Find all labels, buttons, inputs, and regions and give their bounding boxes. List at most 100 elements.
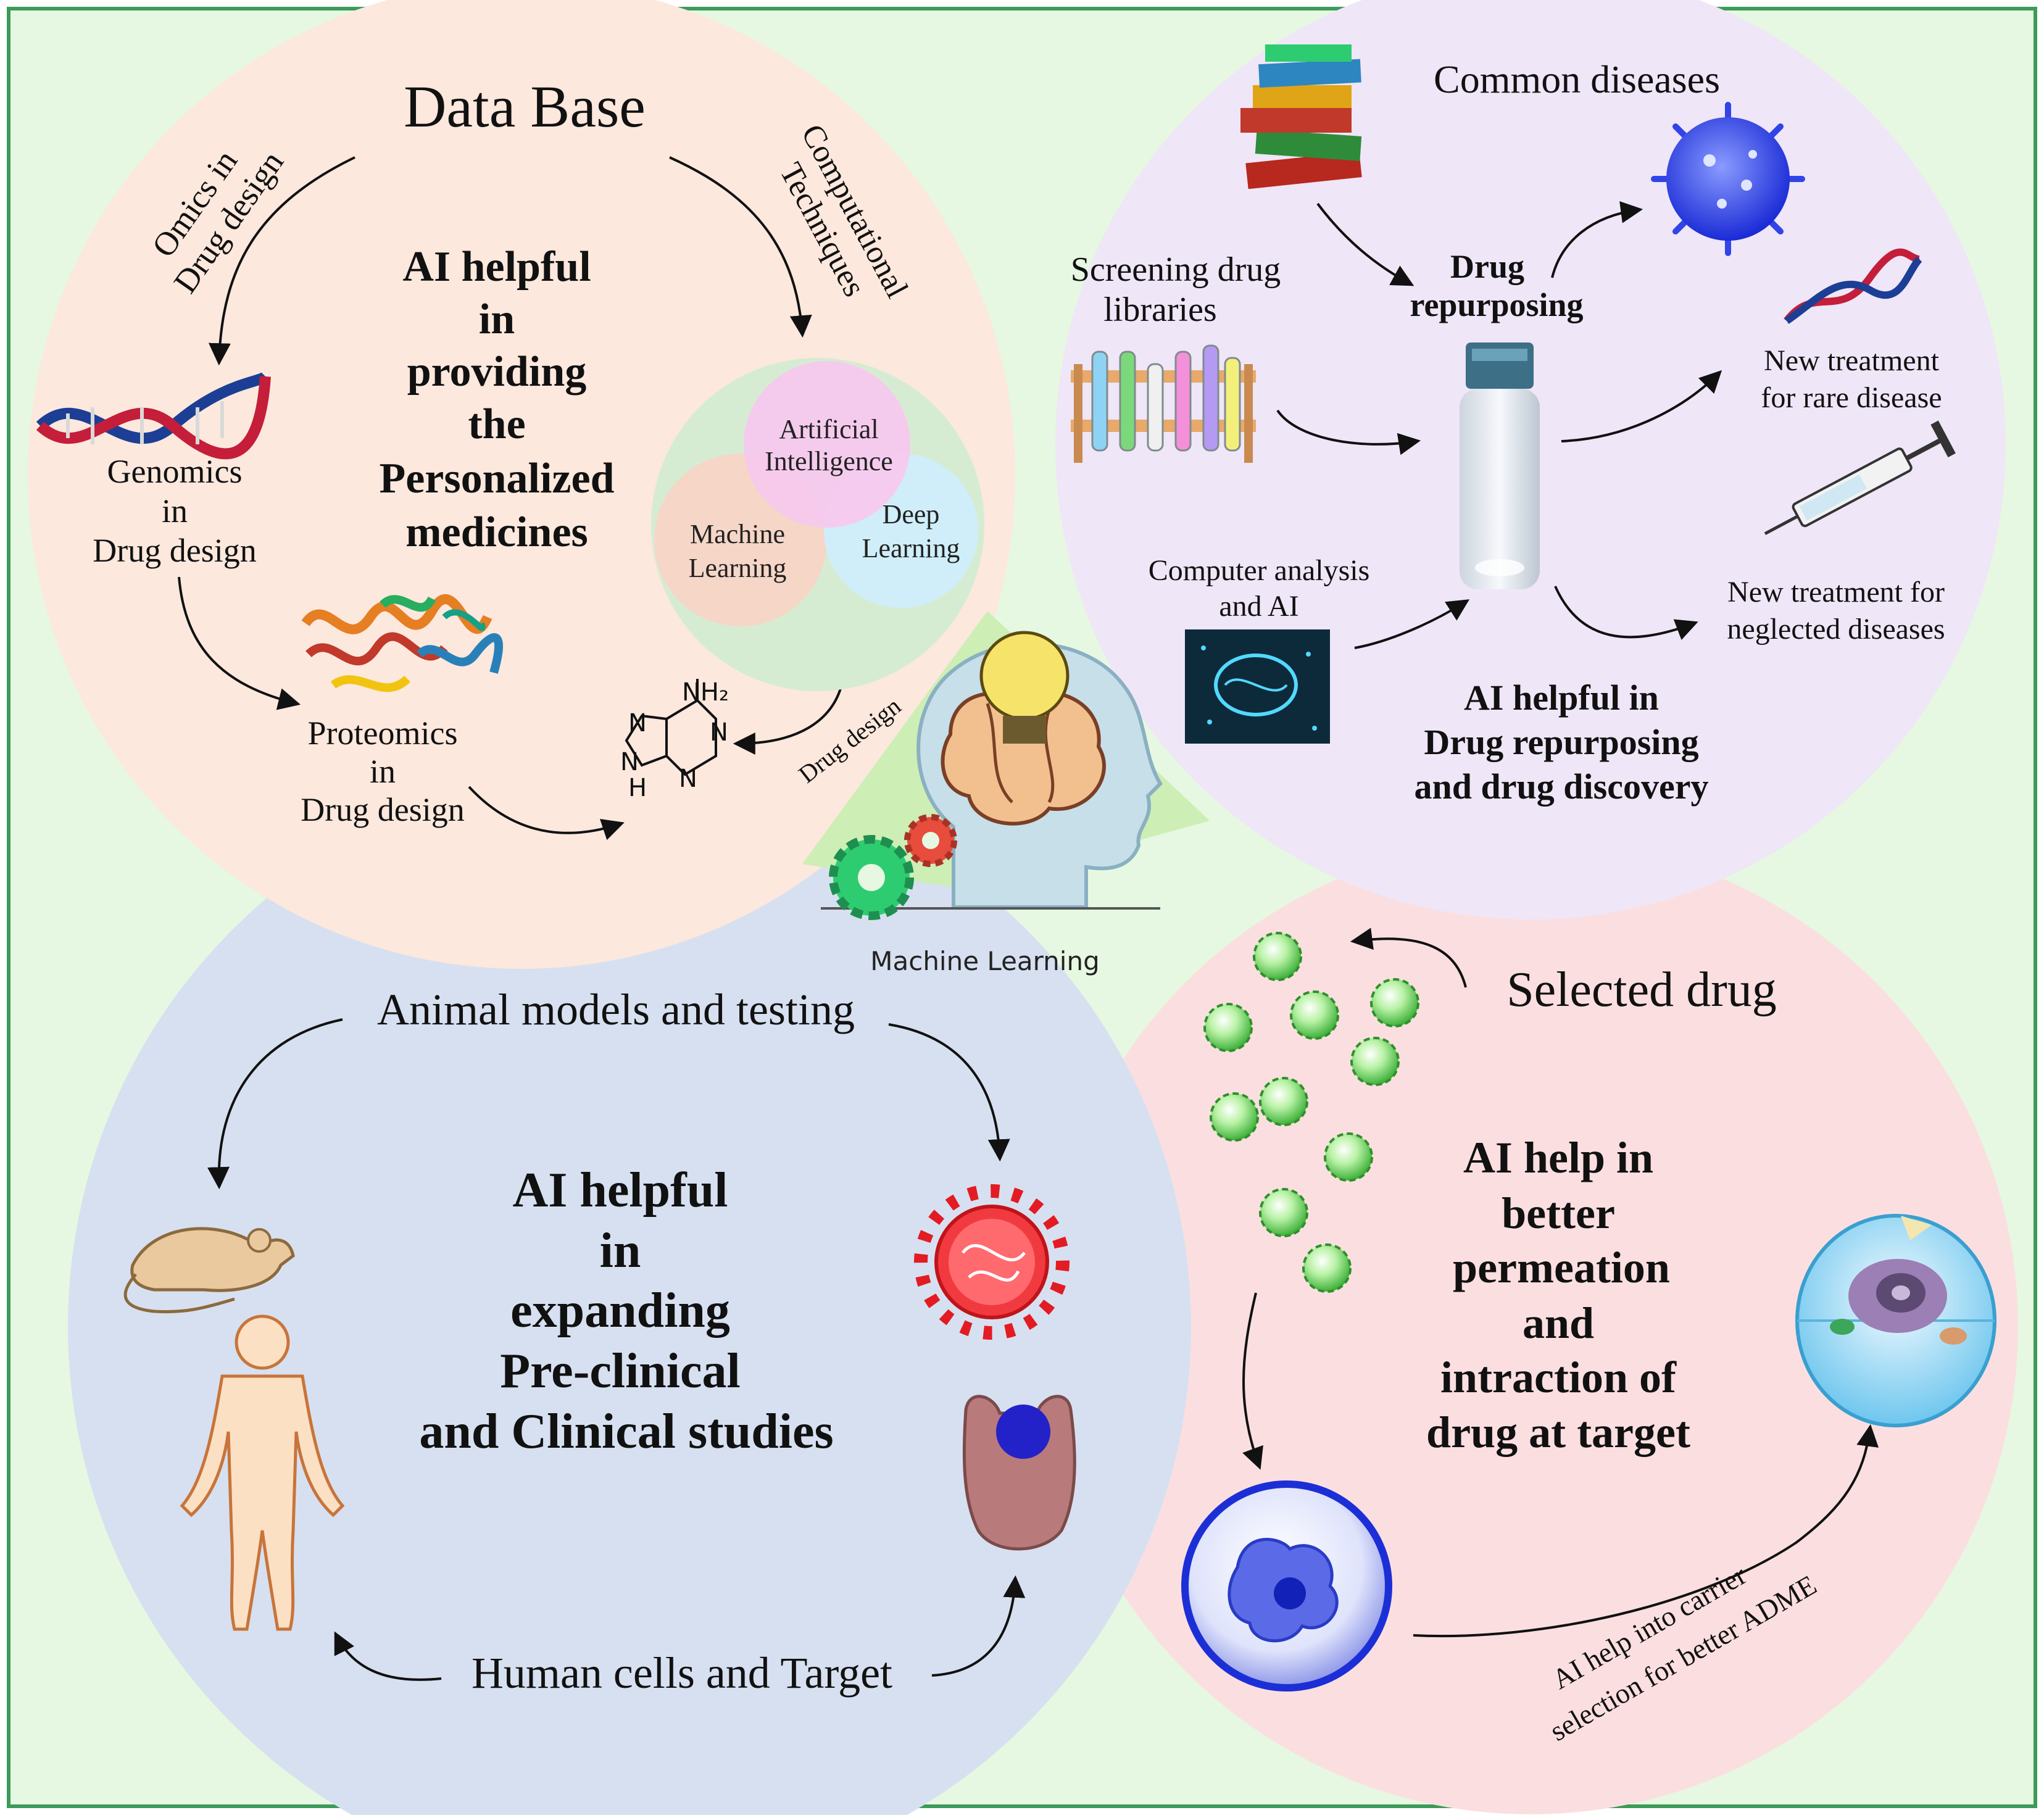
receptor-icon xyxy=(962,1395,1076,1551)
arrow-selected-drug-to-particles xyxy=(1350,928,1467,988)
genomics-line3: Drug design xyxy=(93,532,256,569)
arrow-genomics-to-proteomics xyxy=(178,576,301,710)
database-main-line3: providing xyxy=(407,348,587,396)
drug-vial-icon xyxy=(1460,342,1540,589)
red-virus-cell-icon xyxy=(914,1184,1070,1340)
drug-particle xyxy=(1290,990,1339,1040)
gear-icon-red xyxy=(904,814,957,867)
molecule-h: H xyxy=(628,774,647,802)
syringe-icon xyxy=(1764,420,1956,536)
arrow-human-cells-to-receptor xyxy=(931,1575,1026,1677)
genomics-label: Genomics in Drug design xyxy=(93,453,256,569)
drug-repurposing-line2: repurposing xyxy=(1410,286,1583,323)
database-main-line4: the xyxy=(468,401,525,448)
drug-particle xyxy=(1370,978,1419,1027)
common-diseases-label: Common diseases xyxy=(1434,57,1720,101)
arrow-proteomics-to-molecule xyxy=(468,786,625,841)
books-icon xyxy=(1240,44,1362,189)
venn-ai-line1: Artificial xyxy=(779,414,878,444)
molecule-n-2: N xyxy=(679,765,697,793)
arrow-books-to-repurposing xyxy=(1316,202,1415,286)
head-with-brain-icon xyxy=(821,631,1163,910)
human-cells-label: Human cells and Target xyxy=(472,1648,892,1698)
protein-structure-icon xyxy=(301,594,503,692)
arrow-vial-to-neglected xyxy=(1554,586,1698,641)
eukaryotic-cell-icon xyxy=(1795,1214,1996,1427)
proteomics-line2: in xyxy=(370,753,396,790)
database-main-line2: in xyxy=(479,296,515,343)
arrow-particles-to-carrier xyxy=(1242,1292,1263,1470)
drug-particle xyxy=(1259,1077,1308,1126)
screening-line1: Screening drug xyxy=(1071,251,1281,289)
repurposing-main-line2: Drug repurposing xyxy=(1424,722,1698,762)
gear-icon-green xyxy=(829,835,914,920)
dna-icon xyxy=(36,371,271,460)
clinical-main-line3: expanding xyxy=(510,1284,730,1338)
molecule-nh2: NH₂ xyxy=(682,678,729,707)
arrow-database-to-genomics xyxy=(208,156,355,366)
target-main-line6: drug at target xyxy=(1426,1408,1690,1457)
arrow-ai-to-vial xyxy=(1354,599,1470,649)
arrow-animal-to-cell xyxy=(888,1023,1010,1162)
molecule-n-4: N xyxy=(620,748,639,776)
clinical-main-line1: AI helpful xyxy=(513,1163,728,1218)
drug-particle xyxy=(1350,1037,1400,1086)
database-main-text: AI helpful in providing the Personalized… xyxy=(379,243,614,556)
clinical-main-line2: in xyxy=(600,1224,641,1278)
small-dna-icon xyxy=(1784,248,1922,324)
circle-database xyxy=(28,0,1015,969)
arrow-animal-to-mouse xyxy=(207,1018,343,1190)
drug-particle xyxy=(1302,1243,1352,1293)
neglected-line2: neglected diseases xyxy=(1727,613,1945,645)
proteomics-line3: Drug design xyxy=(301,791,464,828)
database-main-line6: medicines xyxy=(405,508,588,556)
virus-icon xyxy=(1651,102,1805,256)
computer-analysis-line1: Computer analysis xyxy=(1149,554,1370,587)
arrow-carrier-to-target-cell xyxy=(1413,1424,1879,1638)
venn-dl-line1: Deep xyxy=(883,499,940,529)
target-main-line1: AI help in xyxy=(1463,1133,1653,1182)
drug-particles xyxy=(1203,932,1419,1293)
animal-models-label: Animal models and testing xyxy=(377,985,855,1034)
drug-repurposing-line1: Drug xyxy=(1450,248,1524,285)
machine-learning-label: Machine Learning xyxy=(870,946,1100,976)
rare-disease-line2: for rare disease xyxy=(1761,381,1942,414)
arrow-human-cells-to-body xyxy=(334,1631,442,1681)
selected-drug-label: Selected drug xyxy=(1506,963,1777,1017)
venn-ai-line2: Intelligence xyxy=(765,446,893,476)
mouse-icon xyxy=(123,1227,295,1314)
database-title: Data Base xyxy=(404,73,646,139)
target-main-line5: intraction of xyxy=(1440,1353,1677,1402)
drug-particle xyxy=(1210,1092,1259,1142)
venn-ml-line1: Machine xyxy=(690,519,785,549)
arrow-venn-to-molecule xyxy=(733,681,844,755)
clinical-main-line4: Pre-clinical xyxy=(500,1344,741,1398)
repurposing-main-line3: and drug discovery xyxy=(1415,766,1709,807)
molecule-n-1: N xyxy=(710,718,728,747)
test-tube-rack-icon xyxy=(1071,344,1256,463)
target-main-line2: better xyxy=(1502,1189,1615,1238)
computer-analysis-line2: and AI xyxy=(1219,590,1298,623)
arrow-repurposing-to-common-diseases xyxy=(1551,201,1643,278)
molecule-n-3: N xyxy=(628,709,647,737)
database-main-line1: AI helpful xyxy=(402,243,591,291)
proteomics-line1: Proteomics xyxy=(308,715,458,752)
neglected-line1: New treatment for xyxy=(1727,576,1945,608)
screening-line2: libraries xyxy=(1103,291,1216,329)
database-main-line5: Personalized xyxy=(379,455,614,502)
venn-ml-line2: Learning xyxy=(689,553,787,583)
proteomics-label: Proteomics in Drug design xyxy=(301,715,464,828)
venn-dl-line2: Learning xyxy=(862,533,960,563)
clinical-main-text: AI helpful in expanding Pre-clinical and… xyxy=(419,1163,833,1459)
arrow-database-to-computational xyxy=(669,156,812,338)
target-main-line4: and xyxy=(1523,1298,1594,1348)
drug-particle xyxy=(1324,1132,1373,1182)
target-main-text: AI help in better permeation and intract… xyxy=(1426,1133,1690,1457)
repurposing-main-line1: AI helpful in xyxy=(1464,678,1659,718)
human-body-icon xyxy=(180,1314,345,1631)
arrow-library-to-vial xyxy=(1276,409,1421,455)
adenine-molecule-labels: NH₂ N N N N H xyxy=(620,678,729,802)
genomics-line1: Genomics xyxy=(107,453,243,490)
